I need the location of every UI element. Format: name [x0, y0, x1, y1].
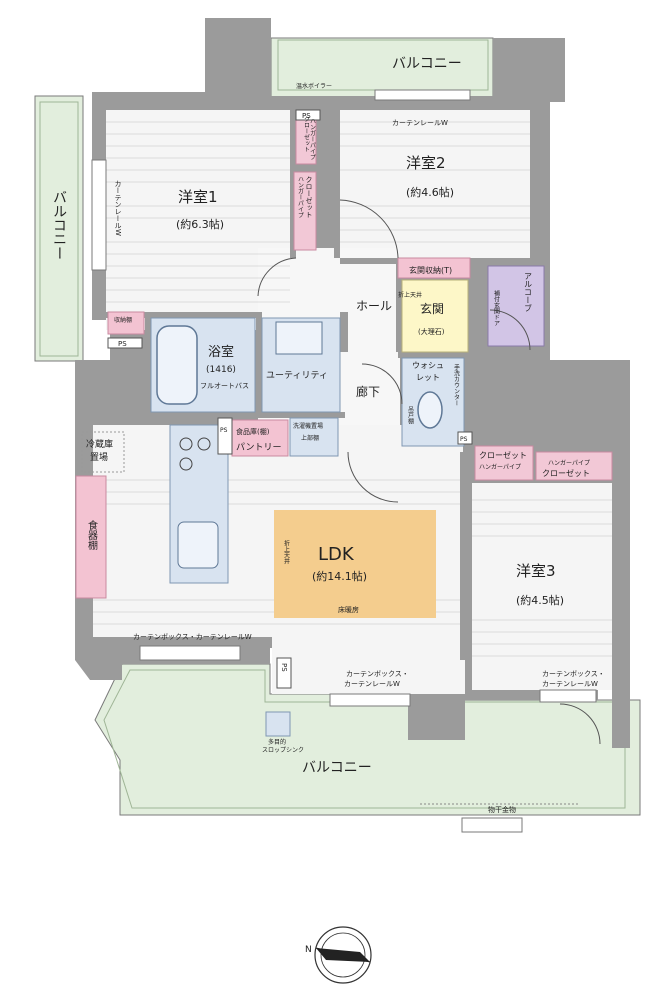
- closet-w3a-label: クローゼット: [479, 450, 527, 460]
- ldk-ceiling-label: 折上天井: [283, 539, 290, 565]
- ldk-name: LDK: [318, 544, 355, 565]
- entrance-area: [401, 279, 469, 353]
- bath-note: フルオートバス: [200, 382, 249, 390]
- kitchen-sink: [177, 521, 219, 569]
- slop-sink: [265, 711, 291, 737]
- ps-label-5: PS: [280, 663, 288, 672]
- closet-2: [293, 171, 317, 251]
- closet-western3-a: [474, 445, 534, 481]
- ldk-floor-upper: [226, 452, 466, 474]
- corridor-name: 廊下: [356, 384, 380, 399]
- closet-1-label: クローゼット: [303, 116, 310, 152]
- closet-western3-b: [535, 451, 613, 481]
- curtain-box-south-1: カーテンボックス・: [346, 670, 409, 678]
- bathtub: [156, 325, 198, 405]
- closet-2-sub: クローゼット: [305, 176, 313, 218]
- room-western1-size: (約6.3帖): [176, 217, 224, 231]
- room-western3-size: (約4.5帖): [516, 593, 564, 607]
- laundry-rack-label: 物干金物: [488, 805, 516, 814]
- balcony-north: [270, 37, 494, 99]
- balcony-south-label: バルコニー: [302, 760, 372, 776]
- dish-shelf: [75, 475, 107, 599]
- closet-w3b-sub: ハンガーパイプ: [548, 459, 590, 467]
- entrance-ceiling-label: 折上天井: [398, 291, 422, 299]
- ps-label-1: PS: [118, 340, 127, 348]
- ldk-size: (約14.1帖): [312, 569, 367, 583]
- windows: [91, 89, 597, 833]
- room-western1-name: 洋室1: [178, 188, 218, 206]
- closet-2-label: ハンガーパイプ: [297, 176, 304, 218]
- hall-name: ホール: [356, 299, 392, 313]
- room-western2-floor: [338, 110, 530, 258]
- pantry: [231, 419, 289, 457]
- ps-boxes: [107, 109, 473, 689]
- washbasin: [275, 321, 323, 355]
- fridge-label-2: 置場: [90, 451, 108, 463]
- curtain-rail-w1-label: カーテンレールW: [114, 180, 122, 236]
- toilet-storage-label: 吊戸棚: [407, 406, 414, 425]
- gas-boiler-label: 温水ボイラー: [296, 82, 332, 90]
- storage-shelf: [107, 311, 145, 335]
- ps-label-4: PS: [220, 427, 228, 434]
- fridge-space: [81, 431, 125, 473]
- hand-wash-label: 手洗カウンター: [453, 363, 460, 406]
- entrance-storage-label: 玄関収納(T): [409, 265, 452, 275]
- room-western2-size: (約4.6帖): [406, 185, 454, 199]
- storage-shelf-label: 収納棚: [114, 316, 132, 324]
- room-western3-floor: [472, 483, 612, 690]
- utility-name: ユーティリティ: [266, 370, 328, 381]
- compass-arrow-icon: [316, 948, 370, 962]
- alcove-area: [487, 265, 545, 347]
- alcove-label: アルコーブ: [524, 272, 533, 312]
- fridge-label-1: 冷蔵庫: [86, 438, 113, 450]
- floor-heating-zone: [274, 510, 436, 618]
- stove-burner-icon: [179, 437, 193, 451]
- ldk-floor-south: [272, 637, 465, 694]
- laundry-label: 洗濯機置場: [293, 422, 323, 430]
- washlet-line1: ウォシュ: [412, 361, 444, 370]
- entrance-door-label: 補付玄関ドア: [493, 289, 500, 326]
- compass-north-label: N: [305, 945, 312, 955]
- laundry-sub-label: 上部棚: [301, 434, 319, 442]
- laundry-space: [289, 417, 339, 457]
- curtain-rail-south-1: カーテンレールW: [344, 680, 400, 688]
- balcony-north-label: バルコニー: [392, 56, 462, 72]
- closet-w3a-sub: ハンガーパイプ: [479, 463, 521, 471]
- stove-burner-icon: [179, 457, 193, 471]
- toilet: [417, 391, 443, 429]
- curtain-box-south-2: カーテンボックス・: [542, 670, 605, 678]
- ldk-heating-label: 床暖房: [338, 605, 359, 614]
- room-western2-name: 洋室2: [406, 154, 446, 172]
- bath-size: (1416): [206, 365, 236, 375]
- door-swings: [257, 199, 601, 745]
- closet-1-sub: ハンガーパイプ: [309, 118, 316, 160]
- dish-shelf-label: 食器棚: [86, 519, 98, 551]
- slop-sink-label-1: 多目的: [268, 738, 286, 746]
- washlet-line2: レット: [416, 373, 440, 382]
- balcony-west-label: バルコニー: [51, 190, 67, 260]
- slop-sink-label-2: スロップシンク: [262, 747, 304, 754]
- curtain-box-ldk-label: カーテンボックス・カーテンレールW: [133, 633, 252, 641]
- closet-w3b-label: クローゼット: [542, 468, 590, 478]
- ps-label-3: PS: [460, 436, 468, 443]
- pantry-label: パントリー: [236, 442, 281, 453]
- balcony-west-inner: [39, 101, 79, 357]
- stove-burner-icon: [197, 437, 211, 451]
- balcony-south-inner: [103, 669, 626, 809]
- entrance-material: (大理石): [418, 327, 445, 336]
- pantry-top-label: 食品庫(棚): [236, 427, 270, 436]
- compass: N: [305, 926, 372, 984]
- entrance-name: 玄関: [420, 301, 444, 316]
- curtain-rail-south-2: カーテンレールW: [542, 680, 598, 688]
- bath-name: 浴室: [208, 344, 234, 360]
- curtain-rail-w2-label: カーテンレールW: [392, 119, 448, 127]
- balcony-west: [34, 95, 84, 362]
- room-western3-name: 洋室3: [516, 562, 556, 580]
- ps-label-2: PS: [302, 112, 311, 120]
- compass-inner-ring: [320, 932, 366, 978]
- entrance-storage: [397, 257, 471, 279]
